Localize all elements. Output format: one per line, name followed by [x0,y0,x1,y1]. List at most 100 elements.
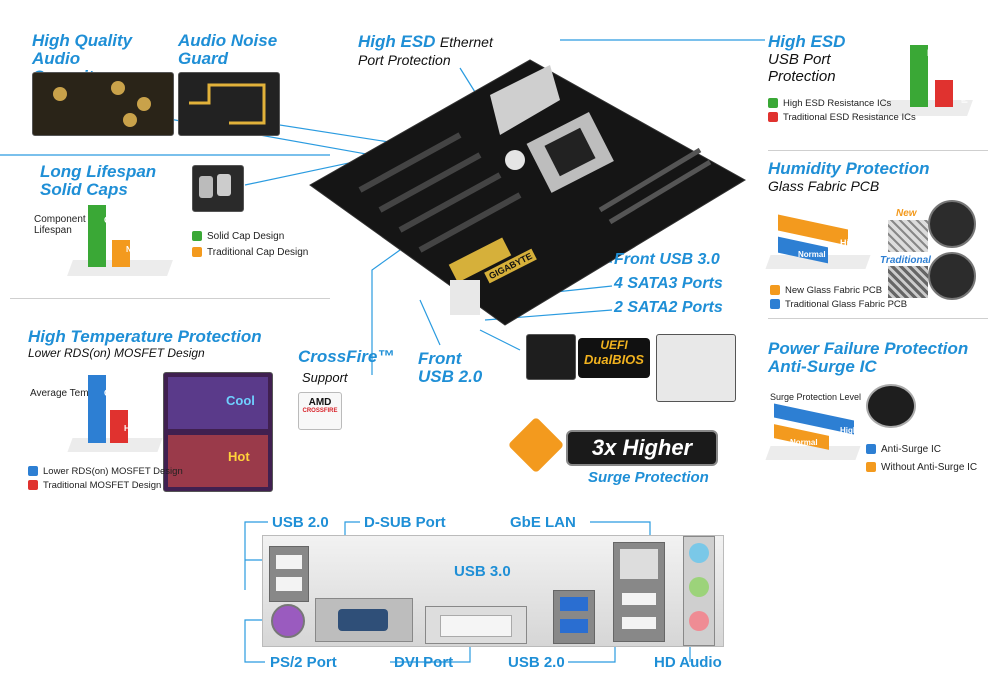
audio-jack-blue [689,543,709,563]
io-panel [262,535,724,647]
power-chart: High Normal [765,403,861,464]
crossfire-sub: Support [302,370,348,385]
io-dvi-label: DVI Port [394,654,454,671]
temp-chart: Cool Hot [67,370,163,460]
motherboard-image [309,59,746,326]
sata2-label: 2 SATA2 Ports [614,299,723,316]
esd-usb-high-label: High [927,48,947,58]
esd-usb-bar-normal [935,80,953,107]
io-ps2-label: PS/2 Port [270,654,337,671]
io-usb30-label: USB 3.0 [454,563,511,580]
esd-usb-legend: High ESD Resistance ICs Traditional ESD … [768,96,916,124]
lifespan-legend: Solid Cap Design Traditional Cap Design [192,228,308,260]
divider-right-1 [768,150,988,151]
dualbios-line1: UEFI [600,338,628,352]
surge-badge: 3x Higher [566,430,718,466]
audio-guard-photo [178,72,280,136]
anti-surge-ic-zoom [866,384,916,428]
leader-dualbios [479,329,521,351]
power-legend2: Without Anti-Surge IC [881,461,978,473]
solid-caps-photo [192,165,244,212]
crossfire-title: CrossFire™ [298,347,395,366]
esd-usb-sub: USB Port Protection [768,50,836,85]
audio-caps-photo [32,72,174,136]
dsub-port-icon [315,598,413,642]
thermal-hot: Hot [228,449,250,464]
new-fabric-zoom [928,200,976,248]
legend-swatch-green [768,98,778,108]
surge-badge-text: 3x Higher [591,435,693,460]
temp-bar-cool [88,375,106,443]
power-block: Power Failure Protection Anti-Surge IC [768,340,968,376]
usb30-stack [553,590,595,644]
temp-legend: Lower RDS(on) MOSFET Design Traditional … [28,464,183,492]
esd-usb-normal-label: Normal [959,75,969,104]
dualbios-line2: DualBIOS [584,352,644,367]
power-legend1: Anti-Surge IC [881,443,942,455]
temp-block: High Temperature Protection Lower RDS(on… [28,328,262,360]
esd-eth-sub1: Ethernet [439,34,493,50]
divider-left-2 [10,298,330,299]
dualbios-logo: UEFI DualBIOS [578,338,650,378]
amd-crossfire-text: CROSSFIRE [302,408,338,414]
humidity-block: Humidity Protection Glass Fabric PCB [768,160,930,194]
traditional-fabric-zoom [928,252,976,300]
io-usb20-bottom-label: USB 2.0 [508,654,565,671]
amd-logo-text: AMD [308,397,332,408]
humidity-sub: Glass Fabric PCB [768,177,880,194]
esd-usb-block: High ESD USB Port Protection [768,33,878,85]
lan-usb-stack [613,542,665,642]
power-title: Power Failure Protection [768,339,969,358]
esd-usb-title: High ESD [768,32,846,51]
sata3-label: 4 SATA3 Ports [614,275,723,292]
thermal-cool: Cool [226,393,255,408]
humidity-legend2: Traditional Glass Fabric PCB [785,298,908,310]
dualbios-diagram [656,334,736,402]
humidity-chart: High Normal [765,210,871,280]
legend-swatch-red [768,112,778,122]
io-usb20-top-label: USB 2.0 [272,514,329,531]
esd-eth-title: High ESD [358,32,436,51]
esd-eth-block: High ESD Ethernet Port Protection [358,33,493,68]
lifespan-axis: Component Lifespan [34,214,86,236]
temp-hot-bar-label: Hot [124,424,138,433]
lifespan-bar-good [88,205,106,267]
lifespan-good-label: Good [104,215,128,225]
humidity-normal-label: Normal [798,250,826,259]
audio-jack-stack [683,536,715,646]
audio-jack-pink [689,611,709,631]
leader-crossfire [371,249,401,375]
audio-guard-title: Audio Noise Guard [178,31,278,68]
leader-front-usb2 [419,299,441,346]
io-gbe-label: GbE LAN [510,514,576,531]
temp-bar-hot [110,410,128,443]
power-axis: Surge Protection Level [770,392,862,402]
temp-title: High Temperature Protection [28,327,262,346]
leader-gbe [590,521,651,540]
humidity-traditional: Traditional [880,255,931,266]
leader-usb20-bottom [568,640,616,663]
temp-cool-bar-label: Cool [104,388,124,398]
ps2-port-icon [271,604,305,638]
leader-dvi [390,640,471,663]
leader-usb20-top [244,521,268,590]
humidity-legend1: New Glass Fabric PCB [785,284,883,296]
temp-axis: Average Temp. [30,388,97,399]
lifespan-bar-normal [112,240,130,267]
divider-right-2 [768,318,988,319]
esd-usb-chart: High Normal [877,40,973,120]
leader-ps2 [244,619,270,663]
front-usb3-label: Front USB 3.0 [614,251,720,268]
power-sub: Anti-Surge IC [768,356,877,376]
lifespan-normal-label: Normal [126,245,154,254]
temp-sub: Lower RDS(on) MOSFET Design [28,345,205,360]
lifespan-chart: Good Normal [67,205,173,285]
esd-usb-bar-high [910,45,928,107]
humidity-high-label: High [840,238,860,248]
new-fabric-sample [888,220,928,252]
mosfet-thermal-image: Cool Hot [163,372,273,492]
front-usb2-label: Front USB 2.0 [418,349,483,386]
lifespan-legend2: Traditional Cap Design [207,246,309,258]
esd-eth-sub2: Port Protection [358,52,451,68]
humidity-legend: New Glass Fabric PCB Traditional Glass F… [770,283,907,311]
